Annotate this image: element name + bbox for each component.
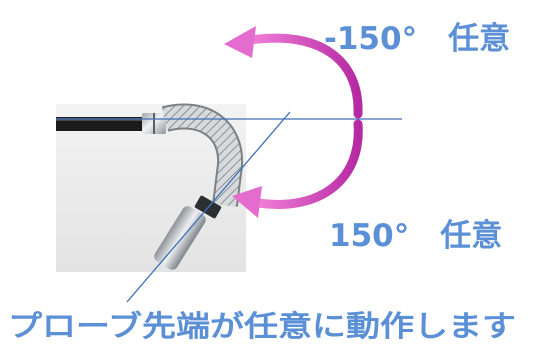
curved-arrow-upper-icon: [245, 33, 363, 119]
lower-arrowhead-icon: [232, 186, 262, 218]
upper-arrowhead-icon: [224, 26, 256, 58]
top-angle-label: -150° 任意: [324, 21, 510, 57]
probe-tip: [154, 206, 206, 270]
caption-text: プローブ先端が任意に動作します: [8, 309, 516, 343]
pointer-line: [126, 111, 291, 303]
bottom-angle-label: 150° 任意: [329, 218, 502, 254]
probe-photo: [56, 103, 246, 272]
rotation-arrows: [224, 26, 363, 218]
curved-arrow-lower-icon: [253, 119, 363, 209]
flexible-bend: [162, 105, 242, 207]
